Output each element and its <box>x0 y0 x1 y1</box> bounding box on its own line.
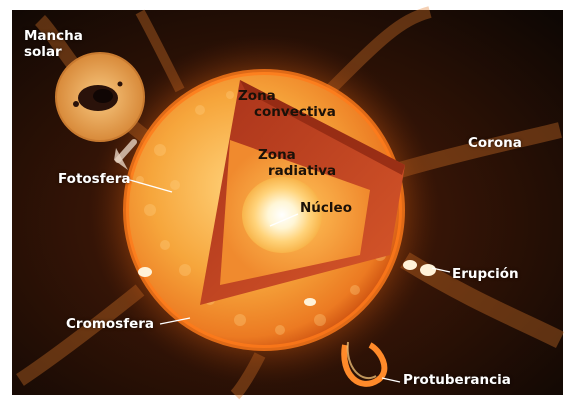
convective-zone-label: Zona convectiva <box>238 88 336 120</box>
sunspot-inset <box>56 53 144 141</box>
sunspot-label-line2: solar <box>24 44 83 60</box>
convective-zone-label-line1: Zona <box>238 88 336 104</box>
chromosphere-label: Cromosfera <box>66 316 154 332</box>
radiative-zone-label-line2: radiativa <box>258 163 336 179</box>
photosphere-label: Fotosfera <box>58 171 131 187</box>
radiative-zone-label: Zona radiativa <box>258 147 336 179</box>
corona-label: Corona <box>468 135 522 151</box>
prominence-label: Protuberancia <box>403 372 511 388</box>
sunspot-label-line1: Mancha <box>24 28 83 44</box>
flare-label: Erupción <box>452 266 519 282</box>
convective-zone-label-line2: convectiva <box>238 104 336 120</box>
core-label: Núcleo <box>300 200 352 216</box>
sunspot-label: Mancha solar <box>24 28 83 60</box>
radiative-zone-label-line1: Zona <box>258 147 336 163</box>
